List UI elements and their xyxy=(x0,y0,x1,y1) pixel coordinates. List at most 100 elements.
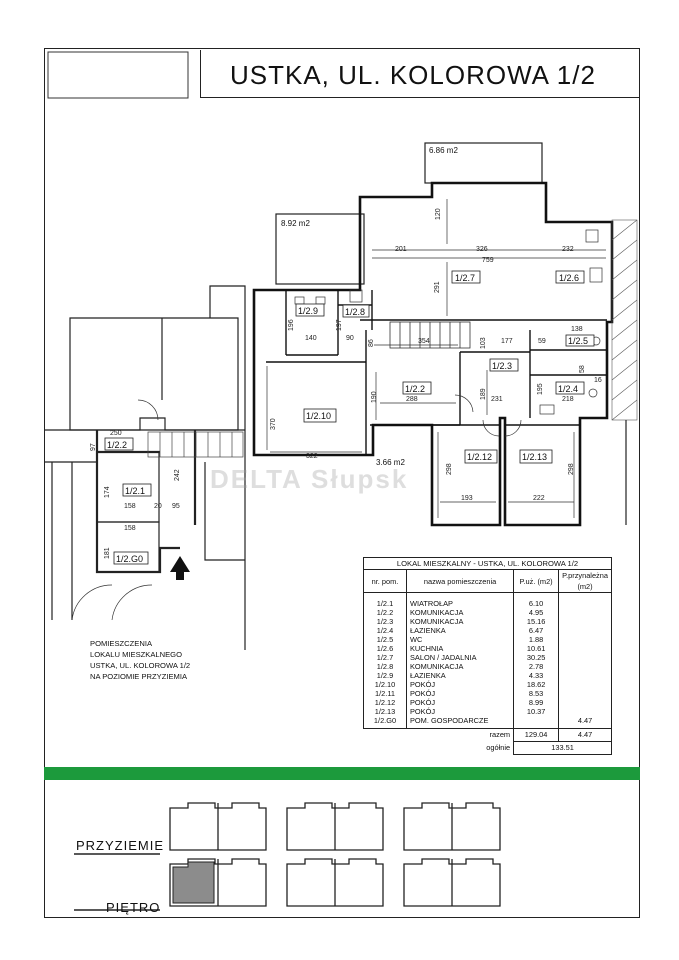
table-sum-row: razem 129.04 4.47 xyxy=(364,728,612,742)
terrace-left-area: 8.92 m2 xyxy=(281,219,310,228)
cell-extra xyxy=(558,653,612,662)
room-label-9: 1/2.9 xyxy=(298,306,318,316)
cell-extra xyxy=(558,671,612,680)
cell-area: 2.78 xyxy=(513,662,560,671)
terrace-left xyxy=(275,213,365,285)
key-plan xyxy=(169,802,501,907)
cell-name: POKÓJ xyxy=(405,689,515,698)
cell-extra xyxy=(558,680,612,689)
neighbor-wall-hatch xyxy=(611,219,638,421)
cell-name: POKÓJ xyxy=(405,680,515,689)
staircase xyxy=(389,321,471,349)
table-row: 1/2.10 POKÓJ 18.62 xyxy=(363,680,612,689)
dim-label: 201 xyxy=(395,246,407,253)
cell-extra xyxy=(558,635,612,644)
table-row: 1/2.5 WC 1.88 xyxy=(363,635,612,644)
cell-extra xyxy=(558,608,612,617)
room-label-g0: 1/2.G0 xyxy=(116,554,143,564)
table-row: 1/2.6 KUCHNIA 10.61 xyxy=(363,644,612,653)
room-label-3: 1/2.3 xyxy=(492,361,512,371)
sum-extra: 4.47 xyxy=(558,728,612,742)
page-title: USTKA, UL. KOLOROWA 1/2 xyxy=(230,60,596,90)
cell-no: 1/2.13 xyxy=(363,707,407,716)
cell-no: 1/2.8 xyxy=(363,662,407,671)
dim-label: 90 xyxy=(346,335,354,342)
dim-label: 322 xyxy=(306,453,318,460)
dim-label: 158 xyxy=(124,503,136,510)
note-line: POMIESZCZENIA xyxy=(90,639,153,648)
dim-label: 288 xyxy=(406,396,418,403)
cell-area: 10.37 xyxy=(513,707,560,716)
cell-extra xyxy=(558,644,612,653)
dim-label: 59 xyxy=(538,338,546,345)
notes-block: POMIESZCZENIA LOKALU MIESZKALNEGO USTKA,… xyxy=(90,638,190,682)
dim-label: 197 xyxy=(336,319,343,331)
dim-label: 20 xyxy=(154,503,162,510)
table-row: 1/2.9 ŁAZIENKA 4.33 xyxy=(363,671,612,680)
title-block xyxy=(200,50,640,98)
cell-area: 8.99 xyxy=(513,698,560,707)
room-label-10: 1/2.10 xyxy=(306,411,331,421)
dim-label: 195 xyxy=(537,383,544,395)
cell-name: KOMUNIKACJA xyxy=(405,662,515,671)
table-row: 1/2.4 ŁAZIENKA 6.47 xyxy=(363,626,612,635)
room-label-6: 1/2.6 xyxy=(559,273,579,283)
dim-label: 181 xyxy=(104,547,111,559)
table-row: 1/2.13 POKÓJ 10.37 xyxy=(363,707,612,716)
total-label: ogółnie xyxy=(486,743,511,752)
table-caption: LOKAL MIESZKALNY - USTKA, UL. KOLOROWA 1… xyxy=(363,557,612,570)
watermark: DELTA Słupsk xyxy=(210,464,409,494)
cell-area: 4.33 xyxy=(513,671,560,680)
cell-no: 1/2.7 xyxy=(363,653,407,662)
cell-area: 6.10 xyxy=(513,592,560,608)
dimension-labels: 759 201 326 232 120 291 354 177 59 138 1… xyxy=(90,208,602,559)
dim-label: 189 xyxy=(480,388,487,400)
cell-extra xyxy=(558,698,612,707)
note-line: NA POZIOMIE PRZYZIEMIA xyxy=(90,672,188,681)
dim-label: 222 xyxy=(533,495,545,502)
table-row: 1/2.11 POKÓJ 8.53 xyxy=(363,689,612,698)
key-plan-ground-row xyxy=(169,802,501,851)
cell-extra xyxy=(558,592,612,608)
dim-label: 16 xyxy=(594,377,602,384)
table-row: 1/2.G0 POM. GOSPODARCZE 4.47 xyxy=(363,716,612,729)
level-ground-label: PRZYZIEMIE xyxy=(76,838,165,853)
table-header: P.przynależna (m2) xyxy=(558,569,612,593)
room-label-13: 1/2.13 xyxy=(522,452,547,462)
cell-area: 30.25 xyxy=(513,653,560,662)
dim-label: 174 xyxy=(104,486,111,498)
room-label-8: 1/2.8 xyxy=(345,307,365,317)
cell-area: 10.61 xyxy=(513,644,560,653)
cell-area: 6.47 xyxy=(513,626,560,635)
cell-no: 1/2.9 xyxy=(363,671,407,680)
room-labels: 1/2.7 1/2.6 1/2.9 1/2.8 1/2.5 1/2.3 1/2.… xyxy=(104,270,595,565)
entry-stairs xyxy=(147,431,244,458)
dim-label: 58 xyxy=(579,365,586,373)
dim-label: 138 xyxy=(571,326,583,333)
site-box xyxy=(47,51,189,99)
terrace-middle-area: 3.66 m2 xyxy=(376,458,405,467)
cell-no: 1/2.1 xyxy=(363,592,407,608)
table-header: P.uż. (m2) xyxy=(513,569,560,593)
cell-area xyxy=(513,716,560,729)
room-label-2: 1/2.2 xyxy=(405,384,425,394)
cell-name: KOMUNIKACJA xyxy=(405,608,515,617)
dim-label: 140 xyxy=(305,335,317,342)
cell-name: WC xyxy=(405,635,515,644)
cell-area: 8.53 xyxy=(513,689,560,698)
area-table: LOKAL MIESZKALNY - USTKA, UL. KOLOROWA 1… xyxy=(363,557,612,755)
cell-area: 4.95 xyxy=(513,608,560,617)
drawing-frame xyxy=(44,48,640,918)
dim-label: 759 xyxy=(482,257,494,264)
cell-extra: 4.47 xyxy=(558,716,612,729)
dim-label: 242 xyxy=(174,469,181,481)
cell-extra xyxy=(558,662,612,671)
level-floor-label: PIĘTRO xyxy=(106,900,161,915)
dim-label: 158 xyxy=(124,525,136,532)
dim-label: 95 xyxy=(172,503,180,510)
table-row: 1/2.12 POKÓJ 8.99 xyxy=(363,698,612,707)
dim-label: 218 xyxy=(562,396,574,403)
table-header: nr. pom. xyxy=(363,569,407,593)
room-label-4: 1/2.4 xyxy=(558,384,578,394)
